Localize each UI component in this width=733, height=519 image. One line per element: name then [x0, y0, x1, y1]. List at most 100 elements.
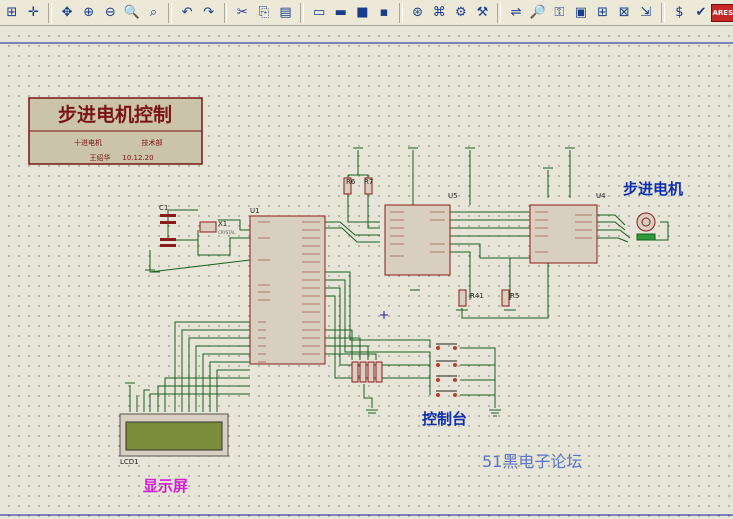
bill-of-materials-icon: $	[675, 5, 684, 20]
title-block[interactable]: 步进电机控制 十进电机 技术部 王绍华 10.12.20	[28, 97, 203, 165]
cut-icon: ✂	[236, 5, 248, 20]
crystal-x1[interactable]: X1 CRYSTAL	[199, 220, 236, 235]
redo-button[interactable]: ↷	[199, 3, 219, 23]
undo-icon: ↶	[181, 5, 193, 20]
ares-icon: ARES	[711, 3, 733, 22]
x1-label: X1	[218, 220, 227, 228]
copy-icon: ⎘	[258, 5, 270, 20]
block-move-icon: ▬	[334, 5, 347, 20]
copy-button[interactable]: ⎘	[254, 3, 274, 23]
toolbar-separator	[497, 2, 502, 23]
electrical-rule-check-button[interactable]: ✔	[691, 3, 711, 23]
resistor-pack[interactable]	[351, 361, 383, 383]
r6-label: R6	[346, 178, 356, 186]
package-tool-icon: ⚙	[455, 5, 467, 20]
new-sheet-button[interactable]: ▣	[571, 3, 591, 23]
origin-icon: ✛	[27, 5, 39, 20]
capacitor-c1[interactable]: C1	[159, 204, 176, 247]
toolbar-separator	[398, 2, 403, 23]
paste-button[interactable]: ▤	[276, 3, 296, 23]
wire-autoroute-button[interactable]: ⇌	[506, 3, 526, 23]
title-line1-left: 十进电机	[74, 138, 102, 147]
decompose-button[interactable]: ⚒	[473, 3, 493, 23]
stepper-motor-label: 步进电机	[623, 180, 683, 198]
toolbar-separator	[48, 2, 53, 23]
decompose-icon: ⚒	[476, 5, 489, 20]
power-symbols	[125, 147, 575, 417]
search-button[interactable]: 🔎	[528, 3, 548, 23]
package-tool-button[interactable]: ⚙	[451, 3, 471, 23]
u1-label: U1	[250, 207, 260, 215]
stepper-motor[interactable]	[636, 212, 656, 241]
zoom-all-icon: 🔍	[123, 5, 140, 20]
remove-sheet-icon: ⊠	[618, 5, 630, 20]
block-rotate-button[interactable]: ■	[353, 3, 373, 23]
microcontroller-u1[interactable]: U1	[249, 207, 326, 365]
wire-autoroute-icon: ⇌	[510, 5, 522, 20]
zoom-out-icon: ⊖	[104, 5, 116, 20]
property-tool-icon: ⚿	[554, 5, 565, 20]
r41-label: R41	[470, 292, 484, 300]
remove-sheet-button[interactable]: ⊠	[614, 3, 634, 23]
pick-device-icon: ⊛	[412, 5, 424, 20]
electrical-rule-check-icon: ✔	[695, 5, 707, 20]
cut-button[interactable]: ✂	[232, 3, 252, 23]
origin-button[interactable]: ✛	[24, 3, 44, 23]
zoom-all-button[interactable]: 🔍	[122, 3, 142, 23]
schematic-canvas[interactable]: 步进电机控制 十进电机 技术部 王绍华 10.12.20	[0, 27, 733, 519]
driver-chip-u5[interactable]: U5	[384, 192, 458, 276]
zoom-in-button[interactable]: ⊕	[79, 3, 99, 23]
add-sheet-icon: ⊞	[597, 5, 608, 20]
pan-button[interactable]: ✥	[57, 3, 77, 23]
zoom-child-button[interactable]: ⇲	[636, 3, 656, 23]
resistor-r7[interactable]: R7	[364, 177, 373, 195]
zoom-area-icon: ⌕	[149, 5, 158, 20]
pick-device-button[interactable]: ⊛	[408, 3, 428, 23]
pan-icon: ✥	[61, 5, 73, 20]
toolbar-separator	[223, 2, 228, 23]
u5-label: U5	[448, 192, 458, 200]
block-delete-icon: ▪	[379, 5, 389, 20]
undo-button[interactable]: ↶	[177, 3, 197, 23]
title-line1-right: 技术部	[142, 138, 163, 147]
redo-icon: ↷	[203, 5, 215, 20]
add-sheet-button[interactable]: ⊞	[593, 3, 613, 23]
paste-icon: ▤	[279, 5, 292, 20]
block-rotate-icon: ■	[356, 5, 369, 20]
push-buttons[interactable]	[436, 343, 457, 397]
block-copy-icon: ▭	[312, 5, 326, 20]
lcd-display[interactable]: LCD1	[119, 413, 229, 466]
lcd-label: LCD1	[120, 458, 139, 466]
x1-value: CRYSTAL	[218, 230, 236, 235]
forum-watermark: 51黑电子论坛	[482, 452, 582, 471]
block-copy-button[interactable]: ▭	[309, 3, 329, 23]
grid-icon: ⊞	[6, 5, 18, 20]
r5-label: R5	[510, 292, 519, 300]
resistor-r6[interactable]: R6	[343, 177, 356, 195]
block-move-button[interactable]: ▬	[331, 3, 351, 23]
new-sheet-icon: ▣	[574, 5, 588, 20]
c1-label: C1	[159, 204, 168, 212]
r7-label: R7	[364, 178, 373, 186]
display-label: 显示屏	[143, 477, 188, 495]
wires	[129, 150, 669, 412]
u4-label: U4	[596, 192, 606, 200]
make-device-button[interactable]: ⌘	[429, 3, 449, 23]
zoom-in-icon: ⊕	[83, 5, 95, 20]
zoom-area-button[interactable]: ⌕	[144, 3, 164, 23]
toolbar-separator	[300, 2, 305, 23]
zoom-out-button[interactable]: ⊖	[100, 3, 120, 23]
schematic-drawing: 步进电机控制 十进电机 技术部 王绍华 10.12.20	[0, 42, 733, 516]
toolbar-separator	[168, 2, 173, 23]
driver-chip-u4[interactable]: U4	[529, 192, 606, 264]
bill-of-materials-button[interactable]: $	[670, 3, 690, 23]
block-delete-button[interactable]: ▪	[374, 3, 394, 23]
grid-button[interactable]: ⊞	[2, 3, 22, 23]
resistor-r41[interactable]: R41	[458, 289, 484, 307]
ares-button[interactable]: ARES	[711, 3, 733, 23]
toolbar-separator	[660, 2, 665, 23]
property-tool-button[interactable]: ⚿	[549, 3, 569, 23]
resistor-r5[interactable]: R5	[501, 289, 519, 307]
console-label: 控制台	[422, 410, 467, 428]
title-line2-right: 10.12.20	[122, 154, 153, 162]
